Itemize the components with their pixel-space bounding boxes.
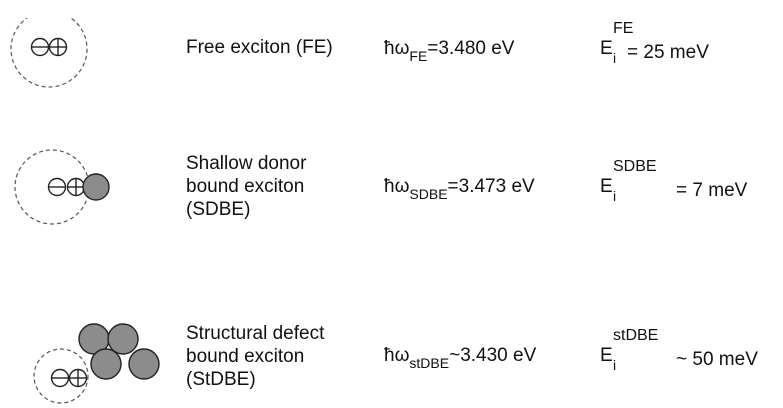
- photon-energy: ħωSDBE=3.473 eV: [384, 176, 535, 202]
- energy-prefix: ħω: [384, 176, 410, 197]
- donor-atom-icon: [82, 173, 110, 201]
- energy-subscript: FE: [409, 48, 428, 64]
- energy-value: 3.480 eV: [438, 38, 515, 59]
- exciton-name-line: (SDBE): [186, 199, 251, 220]
- exciton-name-line: Structural defect: [186, 323, 325, 344]
- hole-plus-circle-icon: [68, 368, 88, 388]
- ionization-superscript: stDBE: [613, 327, 659, 344]
- electron-minus-circle-icon: [47, 177, 67, 197]
- ionization-value-group: = 25 meV: [627, 42, 709, 64]
- electron-minus-circle-icon: [30, 37, 50, 57]
- ionization-subscript: i: [613, 188, 617, 204]
- ionization-value: 7 meV: [692, 180, 748, 201]
- energy-relation: =: [447, 176, 459, 197]
- exciton-name: Structural defect bound exciton (StDBE): [186, 322, 324, 391]
- ionization-base: E: [600, 38, 613, 59]
- ionization-base: E: [600, 345, 613, 366]
- exciton-name-line: bound exciton: [186, 176, 305, 197]
- ionization-base: E: [600, 176, 613, 197]
- ionization-value: 50 meV: [692, 349, 758, 370]
- defect-bound-exciton-icon: [33, 323, 160, 404]
- defect-cluster-icon: [78, 323, 160, 380]
- hole-plus-circle-icon: [48, 37, 68, 57]
- photon-energy: ħωstDBE~3.430 eV: [384, 345, 537, 371]
- energy-relation: =: [427, 38, 439, 59]
- energy-prefix: ħω: [384, 345, 410, 366]
- exciton-name-line: Shallow donor: [186, 153, 307, 174]
- ionization-relation: =: [627, 42, 639, 63]
- energy-prefix: ħω: [384, 38, 410, 59]
- ionization-subscript: i: [613, 50, 617, 66]
- free-exciton-icon: [10, 18, 88, 88]
- ionization-value: 25 meV: [643, 42, 709, 63]
- ionization-subscript: i: [613, 357, 617, 373]
- ionization-value-group: = 7 meV: [676, 180, 747, 202]
- ionization-value-group: ~ 50 meV: [676, 349, 758, 371]
- hole-plus-circle-icon: [66, 177, 86, 197]
- energy-relation: ~: [449, 345, 461, 366]
- energy-subscript: stDBE: [409, 355, 450, 371]
- exciton-name-line: (StDBE): [186, 369, 256, 390]
- electron-minus-circle-icon: [50, 368, 70, 388]
- exciton-name: Free exciton (FE): [186, 36, 333, 59]
- ionization-superscript: FE: [613, 20, 634, 37]
- photon-energy: ħωFE=3.480 eV: [384, 38, 515, 64]
- exciton-dashed-orbit: [10, 18, 88, 88]
- energy-subscript: SDBE: [409, 186, 448, 202]
- ionization-relation: =: [676, 180, 688, 201]
- energy-value: 3.430 eV: [460, 345, 537, 366]
- ionization-superscript: SDBE: [613, 158, 657, 175]
- exciton-name-line: bound exciton: [186, 346, 305, 367]
- exciton-name: Shallow donor bound exciton (SDBE): [186, 152, 306, 221]
- exciton-dashed-orbit: [33, 348, 89, 404]
- energy-value: 3.473 eV: [458, 176, 535, 197]
- donor-bound-exciton-icon: [14, 149, 110, 225]
- exciton-name-line: Free exciton (FE): [186, 37, 333, 58]
- ionization-relation: ~: [676, 349, 688, 370]
